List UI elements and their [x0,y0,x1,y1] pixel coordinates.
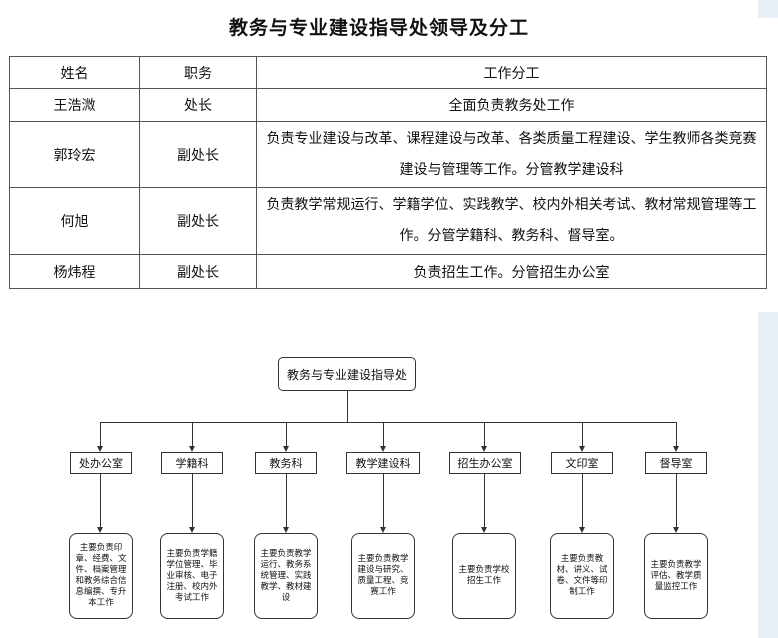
arrow-icon [380,446,386,452]
desc-connector [192,474,193,527]
cell-name: 何旭 [9,187,140,255]
right-scroll-strip-bottom [758,312,778,638]
dept-box-office: 处办公室 [70,452,132,474]
dept-connector [100,422,101,446]
arrow-icon [189,446,195,452]
desc-connector [286,474,287,527]
dept-connector [582,422,583,446]
cell-duty: 负责教学常规运行、学籍学位、实践教学、校内外相关考试、教材常规管理等工作。分管学… [256,187,767,255]
arrow-icon [283,446,289,452]
cell-name: 王浩溦 [9,88,140,122]
cell-position: 副处长 [139,187,257,255]
column-header-duty: 工作分工 [256,56,767,89]
table-row: 何旭 副处长 负责教学常规运行、学籍学位、实践教学、校内外相关考试、教材常规管理… [9,187,767,255]
table-row: 杨炜程 副处长 负责招生工作。分管招生办公室 [9,254,767,289]
dept-connector [676,422,677,446]
dept-desc-admissions: 主要负责学校招生工作 [452,533,516,619]
cell-position: 副处长 [139,254,257,289]
dept-connector [484,422,485,446]
arrow-icon [579,446,585,452]
column-header-name: 姓名 [9,56,140,89]
cell-duty: 负责招生工作。分管招生办公室 [256,254,767,289]
arrow-icon [189,527,195,533]
dept-box-registry: 学籍科 [161,452,223,474]
desc-connector [383,474,384,527]
root-connector [347,391,348,422]
arrow-icon [283,527,289,533]
dept-connector [192,422,193,446]
dept-desc-office: 主要负责印章、经费、文件、档案管理和教务综合信息编撰、专升本工作 [69,533,133,619]
table-header-row: 姓名 职务 工作分工 [9,56,767,89]
arrow-icon [481,527,487,533]
desc-connector [100,474,101,527]
dept-box-admissions: 招生办公室 [449,452,521,474]
dept-box-printing: 文印室 [551,452,613,474]
dept-box-supervision: 督导室 [645,452,707,474]
arrow-icon [97,527,103,533]
right-scroll-strip-top [758,0,778,18]
arrow-icon [673,446,679,452]
arrow-icon [97,446,103,452]
arrow-icon [673,527,679,533]
horizontal-connector [100,422,676,423]
dept-desc-printing: 主要负责教材、讲义、试卷、文件等印制工作 [550,533,614,619]
dept-desc-teaching-development: 主要负责教学建设与研究、质量工程、竞赛工作 [351,533,415,619]
leadership-table: 姓名 职务 工作分工 王浩溦 处长 全面负责教务处工作 郭玲宏 副处长 负责专业… [9,56,767,289]
dept-desc-registry: 主要负责学籍学位管理、毕业审核、电子注册、校内外考试工作 [160,533,224,619]
dept-connector [383,422,384,446]
cell-duty: 全面负责教务处工作 [256,88,767,122]
arrow-icon [380,527,386,533]
desc-connector [484,474,485,527]
cell-duty: 负责专业建设与改革、课程建设与改革、各类质量工程建设、学生教师各类竞赛建设与管理… [256,121,767,188]
cell-name: 杨炜程 [9,254,140,289]
table-row: 王浩溦 处长 全面负责教务处工作 [9,88,767,122]
cell-position: 副处长 [139,121,257,188]
arrow-icon [579,527,585,533]
dept-desc-supervision: 主要负责教学评估、教学质量监控工作 [644,533,708,619]
cell-position: 处长 [139,88,257,122]
table-row: 郭玲宏 副处长 负责专业建设与改革、课程建设与改革、各类质量工程建设、学生教师各… [9,121,767,188]
arrow-icon [481,446,487,452]
dept-box-teaching-development: 教学建设科 [346,452,420,474]
cell-name: 郭玲宏 [9,121,140,188]
column-header-position: 职务 [139,56,257,89]
desc-connector [582,474,583,527]
dept-box-academic-affairs: 教务科 [255,452,317,474]
dept-desc-academic-affairs: 主要负责教学运行、教务系统管理、实践教学、教材建设 [254,533,318,619]
desc-connector [676,474,677,527]
org-root-box: 教务与专业建设指导处 [278,357,416,391]
page-title: 教务与专业建设指导处领导及分工 [228,17,529,39]
dept-connector [286,422,287,446]
